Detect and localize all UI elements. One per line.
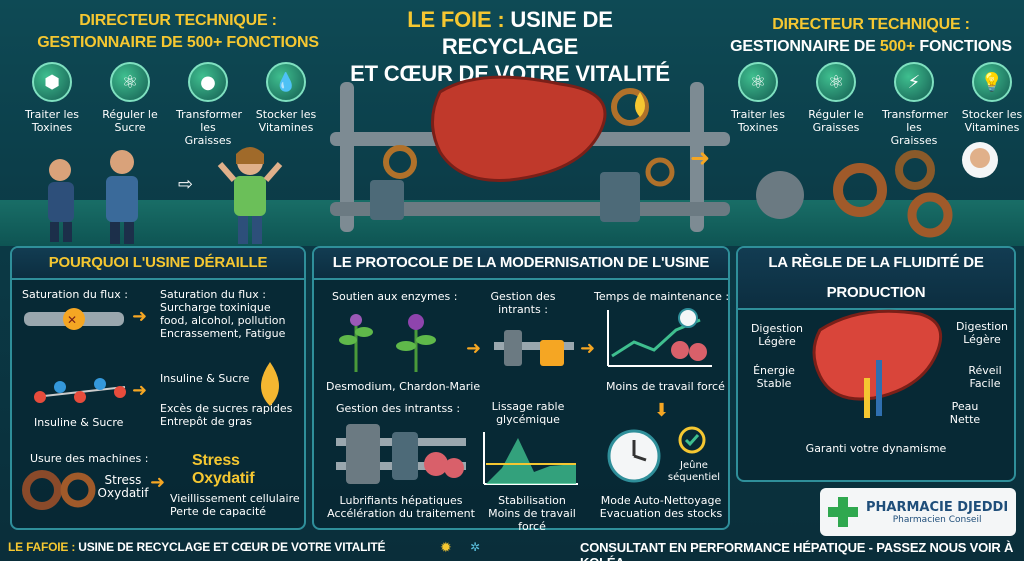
gear-icon (833, 163, 887, 217)
p1-row3-title: Usure des machines : (30, 452, 149, 465)
p1-row2-title: Insuline & Sucre (160, 372, 250, 385)
arrow-icon: ➜ (150, 472, 166, 493)
p3-caption: Garanti votre dynamisme (805, 442, 947, 455)
hexagon-icon: ⬢ (32, 62, 72, 102)
bolt-icon: ⚡ (894, 62, 934, 102)
right-function: ⚛Réguler le Graisses (804, 62, 868, 147)
left-function: 💧Stocker les Vitamines (254, 62, 318, 147)
p2-a-title: Soutien aux enzymes : (332, 290, 458, 303)
liver-icon (431, 75, 607, 182)
gear-icon (383, 145, 417, 179)
right-director-title: DIRECTEUR TECHNIQUE : GESTIONNAIRE DE 50… (730, 16, 1012, 55)
pharmacy-subtitle: Pharmacien Conseil (892, 514, 982, 525)
p2-e-title: Lissage rable glycémique (491, 400, 565, 426)
herbs-icon (339, 314, 436, 372)
machine-icon (600, 172, 640, 222)
people-illustration: ⇨ (48, 147, 283, 244)
liver-factory-illustration: ➜ (330, 75, 730, 232)
molecule-chain-icon (34, 378, 126, 403)
left-function: ●Transformer les Graisses (176, 62, 242, 147)
p2-b-title: Gestion des intrants : (490, 290, 556, 316)
arrow-icon: ➜ (132, 380, 148, 401)
arrow-icon: ➜ (132, 306, 148, 327)
p1-row2-lines: Excès de sucres rapides Entrepôt de gras (160, 402, 293, 428)
left-director-title: DIRECTEUR TECHNIQUE : GESTIONNAIRE DE 50… (37, 12, 319, 51)
p2-f-label: Jeûne séquentiel (667, 460, 721, 483)
pharmacy-cross-icon (828, 497, 858, 527)
arrow-icon: ⇨ (178, 174, 193, 195)
p2-d-title: Gestion des intrantss : (336, 402, 461, 415)
pharmacy-logo: PHARMACIE DJEDDI Pharmacien Conseil (820, 488, 1016, 536)
arrow-icon: ➜ (690, 144, 710, 172)
rusty-gears-icon (22, 470, 96, 510)
machine-icon (370, 180, 404, 220)
left-function: ⚛Réguler le Sucre (98, 62, 162, 147)
p1-row1-left: Saturation du flux : (22, 288, 128, 301)
gear-icon (645, 157, 675, 187)
p2-e-captions: Stabilisation Moins de travail forcé (488, 494, 576, 533)
old-man-icon (756, 171, 804, 219)
gear-icon: ✲ (470, 540, 481, 554)
footer-right: CONSULTANT EN PERFORMANCE HÉPATIQUE - PA… (580, 540, 1014, 561)
right-function: ⚛Traiter les Toxines (726, 62, 790, 147)
p2-f-captions: Mode Auto-Nettoyage Evacuation des stock… (599, 494, 723, 520)
panel-title: POURQUOI L'USINE DÉRAILLE (12, 248, 304, 280)
gear-icon (611, 88, 649, 126)
svg-text:✕: ✕ (67, 313, 77, 327)
p1-row3-sub: Stress Oxydatif (97, 473, 149, 500)
p3-r1: Digestion Légère (955, 320, 1009, 346)
arrow-down-icon: ⬇ (654, 400, 670, 421)
right-function: ⚡Transformer les Graisses (882, 62, 948, 147)
droplets-icon: ● (188, 62, 228, 102)
fat-drop-icon (261, 362, 279, 406)
gear-icon (907, 192, 953, 238)
happy-face-icon (970, 148, 990, 168)
oil-drop-icon (635, 92, 645, 117)
panel-title: LA RÈGLE DE LA FLUIDITÉ DE PRODUCTION (738, 248, 1014, 310)
pharmacy-name: PHARMACIE DJEDDI (866, 499, 1009, 515)
molecule-icon: ⚛ (816, 62, 856, 102)
footer-left: LE FAFOIE : USINE DE RECYCLAGE ET CŒUR D… (8, 540, 386, 554)
molecule-icon: ⚛ (738, 62, 778, 102)
bulb-icon: 💡 (972, 62, 1012, 102)
maintenance-chart-icon (607, 308, 712, 367)
pipe-blocked-icon: ✕ (24, 308, 124, 330)
gear-icon (895, 150, 935, 190)
p3-l1: Digestion Légère (750, 322, 804, 348)
glycemic-curve-icon (483, 432, 578, 485)
arrow-icon: ➜ (580, 338, 596, 359)
p3-r3: Peau Nette (949, 400, 981, 426)
left-functions: ⬢Traiter les Toxines ⚛Réguler le Sucre ●… (20, 62, 318, 147)
drop-icon: 💧 (266, 62, 306, 102)
arrow-icon: ➜ (466, 338, 482, 359)
machine-pipes-icon (336, 424, 466, 484)
p2-d-captions: Lubrifiants hépatiques Accélération du t… (327, 494, 475, 520)
tired-man-icon (106, 150, 138, 244)
p2-c-title: Temps de maintenance : (594, 290, 730, 303)
clock-icon (607, 429, 661, 483)
tired-person-icon (48, 159, 74, 242)
p1-row2-left: Insuline & Sucre (34, 416, 124, 429)
healthy-liver-icon (812, 309, 943, 418)
gears-illustration (756, 142, 998, 238)
p3-l2: Énergie Stable (753, 364, 795, 390)
left-function: ⬢Traiter les Toxines (20, 62, 84, 147)
energized-woman-icon (217, 147, 283, 244)
refresh-check-icon (678, 426, 706, 454)
sun-icon: ✹ (440, 540, 452, 556)
right-functions: ⚛Traiter les Toxines ⚛Réguler le Graisse… (726, 62, 1024, 147)
valve-machine-icon (494, 330, 574, 366)
p1-row3-right-title: Stress Oxydatif (192, 452, 255, 487)
p1-row3-lines: Vieillissement cellulaire Perte de capac… (170, 492, 300, 518)
p2-c-caption: Moins de travail forcé (606, 380, 725, 393)
p1-row1-right: Saturation du flux : Surcharge toxinique… (160, 288, 286, 340)
p3-r2: Réveil Facile (968, 364, 1002, 390)
p2-a-caption: Desmodium, Chardon-Marie (326, 380, 481, 393)
right-function: 💡Stocker les Vitamines (960, 62, 1024, 147)
molecule-icon: ⚛ (110, 62, 150, 102)
panel-title: LE PROTOCOLE DE LA MODERNISATION DE L'US… (314, 248, 728, 280)
